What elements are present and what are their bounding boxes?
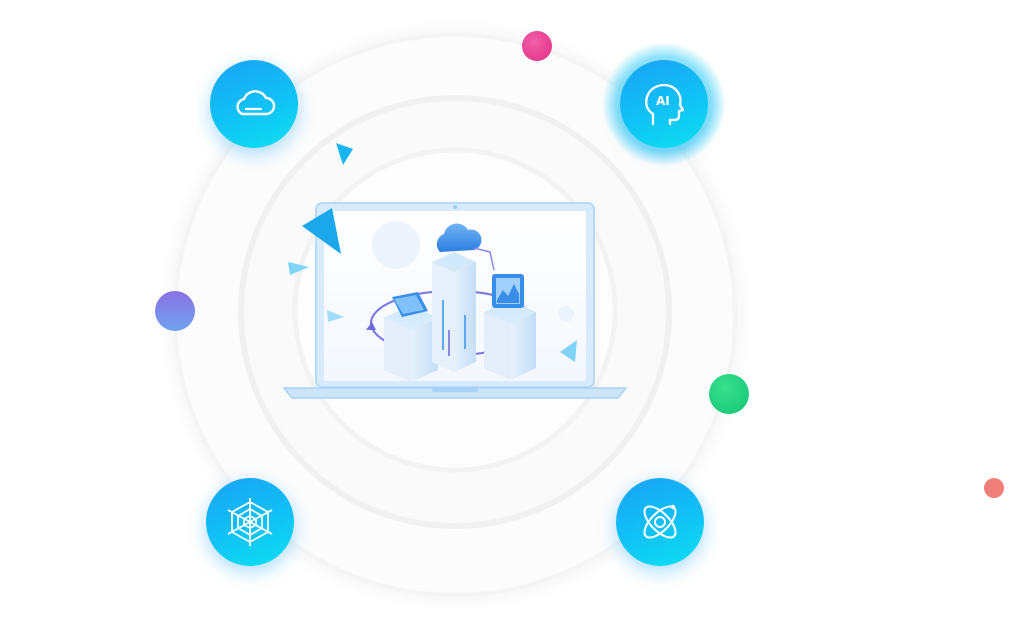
ai-feature-button[interactable]: AI [620, 60, 708, 148]
cloud-icon [231, 87, 277, 121]
triangle-shape [327, 310, 344, 322]
atom-feature-button[interactable] [616, 478, 704, 566]
network-feature-button[interactable] [206, 478, 294, 566]
ai-head-icon: AI [639, 80, 689, 128]
atom-icon [635, 497, 685, 547]
spider-web-icon [225, 497, 275, 547]
triangle-shape [336, 143, 353, 165]
purple-dot [155, 291, 195, 331]
red-dot [984, 478, 1004, 498]
triangle-shape [288, 262, 309, 275]
laptop-illustration [282, 202, 628, 399]
cloud-feature-button[interactable] [210, 60, 298, 148]
ai-badge-text: AI [656, 94, 670, 108]
green-dot [709, 374, 749, 414]
pink-dot [522, 31, 552, 61]
triangle-shape [560, 340, 577, 362]
triangle-shape [302, 208, 341, 254]
